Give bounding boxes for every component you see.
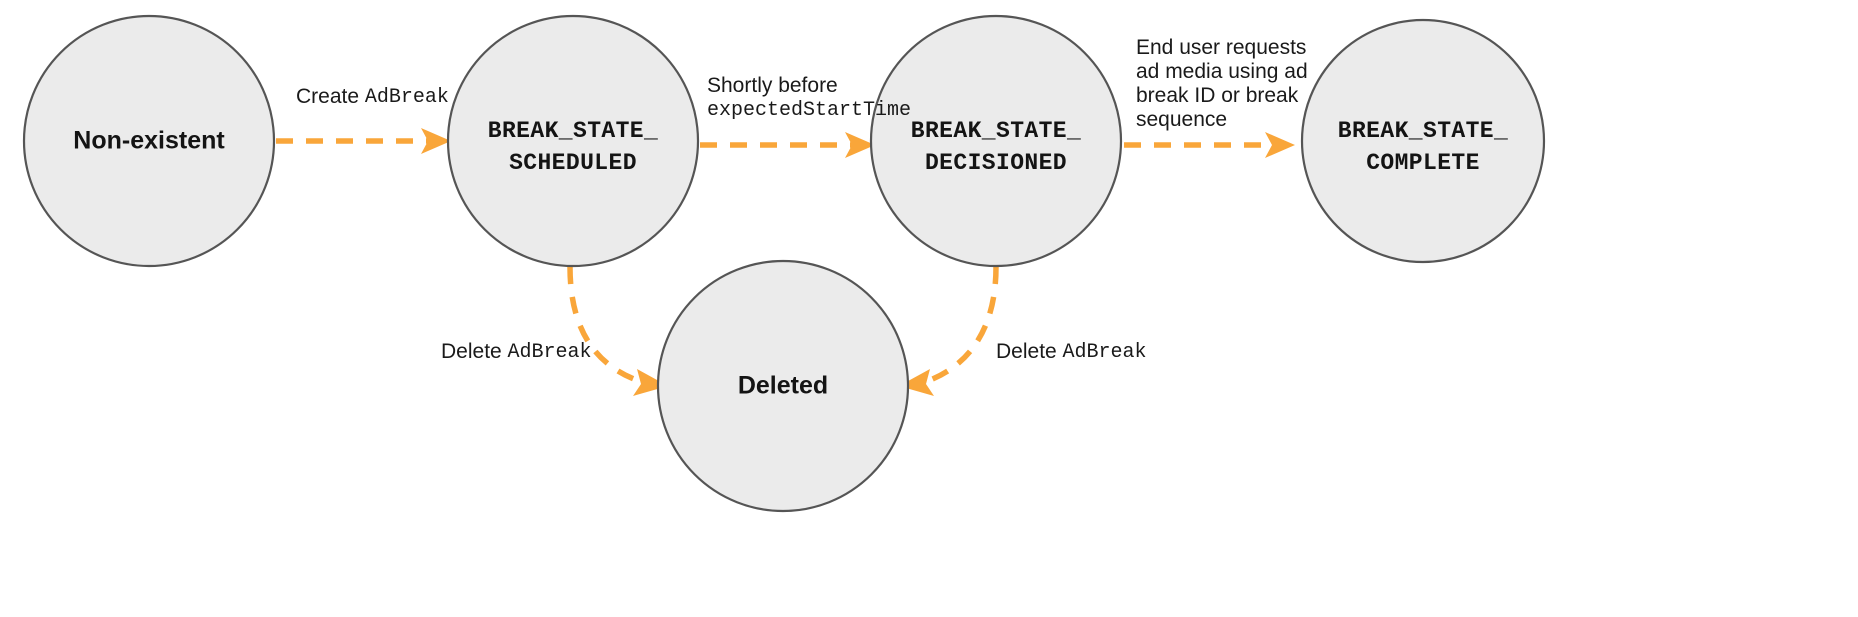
state-node-break-state-complete-label-line2: COMPLETE bbox=[1366, 150, 1480, 176]
state-node-non-existent-label: Non-existent bbox=[73, 127, 225, 155]
state-node-break-state-decisioned-label-line2: DECISIONED bbox=[925, 150, 1067, 176]
edge-label-end-user-requests-line3: break ID or break bbox=[1136, 84, 1299, 107]
state-node-deleted[interactable]: Deleted bbox=[656, 259, 910, 513]
state-node-break-state-complete[interactable]: BREAK_STATE_ COMPLETE bbox=[1300, 18, 1546, 264]
state-node-break-state-complete-shape bbox=[1300, 18, 1546, 264]
edges-layer bbox=[276, 128, 1295, 396]
state-node-non-existent-shape bbox=[22, 14, 276, 268]
edge-label-end-user-requests-line1: End user requests bbox=[1136, 36, 1306, 59]
state-node-break-state-scheduled-label-line1: BREAK_STATE_ bbox=[488, 118, 658, 144]
edge-create-adbreak[interactable] bbox=[276, 128, 451, 154]
state-node-break-state-decisioned-label-line1: BREAK_STATE_ bbox=[911, 118, 1081, 144]
edge-label-shortly-before: Shortly before bbox=[707, 74, 838, 97]
state-node-break-state-complete-label-line1: BREAK_STATE_ bbox=[1338, 118, 1508, 144]
edge-label-expected-start-time: expectedStartTime bbox=[707, 99, 911, 122]
edge-label-end-user-requests-line4: sequence bbox=[1136, 108, 1227, 131]
edge-delete-from-scheduled-arrowhead bbox=[633, 369, 668, 396]
edge-shortly-before[interactable] bbox=[700, 132, 875, 158]
edge-delete-from-scheduled-line bbox=[567, 266, 646, 386]
edge-labels-layer: Create AdBreak Shortly before expectedSt… bbox=[296, 36, 1308, 365]
state-node-non-existent[interactable]: Non-existent bbox=[22, 14, 276, 268]
state-node-break-state-decisioned-shape bbox=[869, 14, 1123, 268]
edge-label-end-user-requests-line2: ad media using ad bbox=[1136, 60, 1308, 83]
state-node-break-state-scheduled-shape bbox=[446, 14, 700, 268]
edge-shortly-before-arrowhead bbox=[845, 132, 875, 158]
edge-label-create-adbreak: Create AdBreak bbox=[296, 85, 449, 110]
edge-label-delete-from-decisioned: Delete AdBreak bbox=[996, 340, 1147, 365]
nodes-layer: Non-existent BREAK_STATE_ SCHEDULED BREA… bbox=[22, 14, 1546, 513]
edge-delete-from-decisioned[interactable] bbox=[899, 266, 999, 396]
state-node-break-state-scheduled[interactable]: BREAK_STATE_ SCHEDULED bbox=[446, 14, 700, 268]
edge-create-adbreak-arrowhead bbox=[421, 128, 451, 154]
state-node-deleted-label: Deleted bbox=[738, 372, 828, 400]
state-node-deleted-shape bbox=[656, 259, 910, 513]
state-node-break-state-decisioned[interactable]: BREAK_STATE_ DECISIONED bbox=[869, 14, 1123, 268]
edge-delete-from-decisioned-line bbox=[921, 266, 999, 386]
edge-label-delete-from-scheduled: Delete AdBreak bbox=[441, 340, 592, 365]
edge-end-user-requests-arrowhead bbox=[1265, 132, 1295, 158]
state-node-break-state-scheduled-label-line2: SCHEDULED bbox=[509, 150, 637, 176]
edge-end-user-requests[interactable] bbox=[1124, 132, 1295, 158]
edge-delete-from-scheduled[interactable] bbox=[567, 266, 668, 396]
edge-delete-from-decisioned-arrowhead bbox=[899, 369, 934, 396]
